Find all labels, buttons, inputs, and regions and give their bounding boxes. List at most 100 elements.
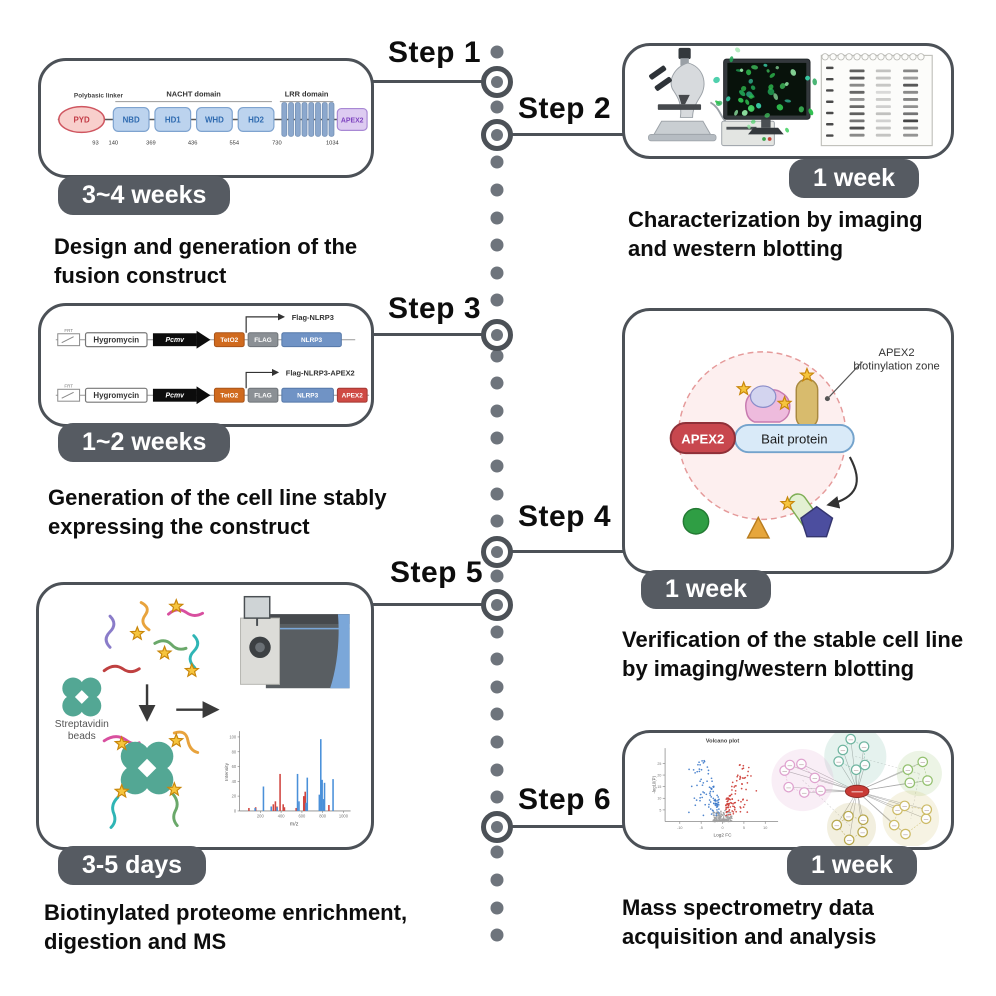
timeline-dot bbox=[490, 652, 504, 666]
step-6-duration-badge: 1 week bbox=[787, 846, 918, 885]
streptavidin-beads-label: Streptavidin bbox=[55, 719, 109, 730]
step-6-caption: Mass spectrometry data acquisition and a… bbox=[622, 895, 877, 949]
timeline-dot bbox=[490, 45, 504, 59]
resistance-gene: Hygromycin bbox=[93, 336, 139, 345]
marker-core bbox=[491, 546, 503, 558]
timeline-dot bbox=[490, 211, 504, 225]
svg-text:WHD: WHD bbox=[205, 115, 224, 124]
connector-step-1 bbox=[371, 80, 497, 83]
network-node bbox=[921, 804, 933, 815]
residue-numbers: 93 140 369 436 554 730 1034 bbox=[92, 140, 339, 146]
network-node bbox=[843, 834, 855, 846]
step-3-panel: FRT Hygromycin Pcmv TetO2 FLAG NLRP3 Fla… bbox=[38, 303, 374, 427]
svg-text:436: 436 bbox=[188, 140, 198, 146]
step-4-label: Step 4 bbox=[518, 500, 612, 533]
streptavidin-beads-icon bbox=[62, 677, 102, 717]
gene-nlrp3: NLRP3 bbox=[297, 393, 319, 400]
network-node bbox=[798, 787, 810, 798]
marker-core bbox=[491, 329, 503, 341]
bystander-triangle bbox=[746, 515, 771, 539]
zone-label: APEX2 bbox=[879, 347, 915, 359]
svg-text:-5: -5 bbox=[699, 826, 702, 830]
step-5-panel: Streptavidin beads bbox=[36, 582, 374, 850]
network-node bbox=[843, 810, 854, 822]
timeline-dot bbox=[490, 514, 504, 528]
enrichment-ms-illustration: Streptavidin beads bbox=[55, 595, 351, 829]
lrr-repeats bbox=[281, 102, 335, 137]
network-node bbox=[837, 744, 849, 756]
tet-operator: TetO2 bbox=[220, 393, 238, 400]
network-node bbox=[815, 785, 826, 796]
svg-text:10: 10 bbox=[763, 826, 767, 830]
network-node bbox=[809, 772, 821, 784]
step-2-marker bbox=[481, 119, 513, 151]
step-3-caption: Generation of the cell line stably expre… bbox=[48, 485, 387, 539]
svg-text:5: 5 bbox=[743, 826, 745, 830]
gene-nlrp3: NLRP3 bbox=[301, 337, 323, 344]
biotin-star bbox=[157, 645, 172, 660]
fusion-apex2: APEX2 bbox=[342, 393, 364, 400]
step-4-marker bbox=[481, 536, 513, 568]
timeline-dot bbox=[490, 707, 504, 721]
interactor-protein-tan bbox=[795, 378, 819, 429]
step-6-marker bbox=[481, 811, 513, 843]
step-4-panel: APEX2 biotinylation zone APEX2 Bait prot… bbox=[622, 308, 954, 574]
step-3-label: Step 3 bbox=[388, 292, 482, 325]
step-2-label: Step 2 bbox=[518, 92, 612, 125]
plasmid-constructs-diagram: FRT Hygromycin Pcmv TetO2 FLAG NLRP3 Fla… bbox=[55, 313, 370, 405]
bystander-pentagon bbox=[800, 505, 834, 538]
network-node bbox=[858, 741, 870, 752]
network-node bbox=[831, 819, 843, 831]
svg-text:-10: -10 bbox=[677, 826, 682, 830]
step-5-caption: Biotinylated proteome enrichment, digest… bbox=[44, 900, 408, 954]
flag-tag: FLAG bbox=[254, 337, 272, 344]
svg-text:730: 730 bbox=[272, 140, 282, 146]
svg-text:beads: beads bbox=[68, 731, 96, 742]
timeline-dot bbox=[490, 901, 504, 915]
svg-text:biotinylation zone: biotinylation zone bbox=[853, 360, 939, 372]
labeling-arrow bbox=[826, 456, 858, 509]
timeline-dot bbox=[490, 763, 504, 777]
fusion-construct-diagram: Polybasic linker NACHT domain LRR domain… bbox=[57, 90, 368, 146]
timeline-dot bbox=[490, 238, 504, 252]
step-5-label: Step 5 bbox=[390, 556, 484, 589]
western-blot-icon bbox=[820, 53, 933, 147]
network-node bbox=[888, 819, 900, 831]
svg-text:93: 93 bbox=[92, 140, 98, 146]
step-1-marker bbox=[481, 66, 513, 98]
svg-text:554: 554 bbox=[229, 140, 239, 146]
timeline-dot bbox=[490, 845, 504, 859]
svg-text:HD1: HD1 bbox=[165, 115, 181, 124]
timeline-dot bbox=[490, 376, 504, 390]
tet-operator: TetO2 bbox=[220, 337, 238, 344]
microscope-icon bbox=[648, 47, 717, 142]
network-node bbox=[917, 756, 929, 768]
mass-spectrometer-icon bbox=[240, 595, 350, 689]
lrr-label: LRR domain bbox=[285, 90, 329, 99]
imaging-blot-illustration bbox=[648, 47, 933, 147]
svg-text:5: 5 bbox=[659, 808, 661, 812]
timeline-dot bbox=[490, 680, 504, 694]
timeline-dot bbox=[490, 183, 504, 197]
marker-core bbox=[491, 821, 503, 833]
bait-protein-label: Bait protein bbox=[761, 431, 827, 446]
volcano-ylabel: -log10(P) bbox=[652, 776, 657, 794]
promoter: Pcmv bbox=[166, 393, 186, 400]
promoter: Pcmv bbox=[166, 337, 186, 344]
biotinylation-zone-illustration: APEX2 biotinylation zone APEX2 Bait prot… bbox=[669, 347, 940, 539]
timeline-dot bbox=[490, 155, 504, 169]
biotin-star bbox=[184, 663, 199, 677]
volcano-title: Volcano plot bbox=[706, 738, 740, 744]
svg-text:600: 600 bbox=[298, 814, 306, 819]
step-1-panel: Polybasic linker NACHT domain LRR domain… bbox=[38, 58, 374, 178]
timeline-dot bbox=[490, 790, 504, 804]
nacht-label: NACHT domain bbox=[166, 90, 221, 99]
nbd-domain bbox=[112, 106, 150, 132]
apex2-capsule bbox=[669, 422, 736, 455]
step-4-duration-badge: 1 week bbox=[641, 570, 772, 609]
timeline-dot bbox=[490, 266, 504, 280]
timeline-dot bbox=[490, 735, 504, 749]
